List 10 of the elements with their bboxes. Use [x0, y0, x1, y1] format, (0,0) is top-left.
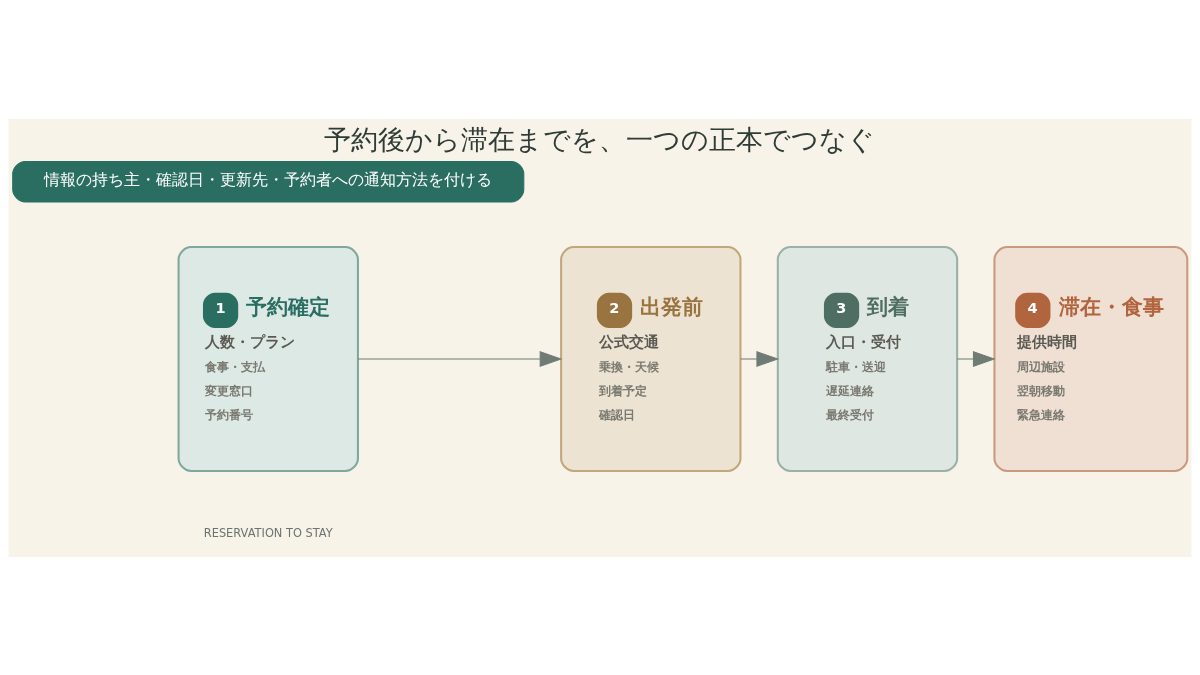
node-box: 1 予約確定 人数・プラン 食事・支払 変更窓口 予約番号 [177, 245, 359, 472]
node-box: 4 滞在・食事 提供時間 周辺施設 翌朝移動 緊急連絡 [993, 245, 1189, 472]
arrow [357, 350, 563, 367]
diagram-title: 予約後から滞在までを、一つの正本でつなぐ [324, 123, 876, 155]
node-box: 3 到着 入口・受付 駐車・送迎 遅延連絡 最終受付 [776, 245, 959, 472]
node-box: 2 出発前 公式交通 乗換・天候 到着予定 確認日 [560, 245, 742, 472]
label: RESERVATION TO STAY [203, 525, 333, 540]
node-box: 情報の持ち主・確認日・更新先・予約者への通知方法を付ける [12, 160, 525, 202]
arrow [956, 350, 996, 367]
arrow [740, 350, 780, 367]
